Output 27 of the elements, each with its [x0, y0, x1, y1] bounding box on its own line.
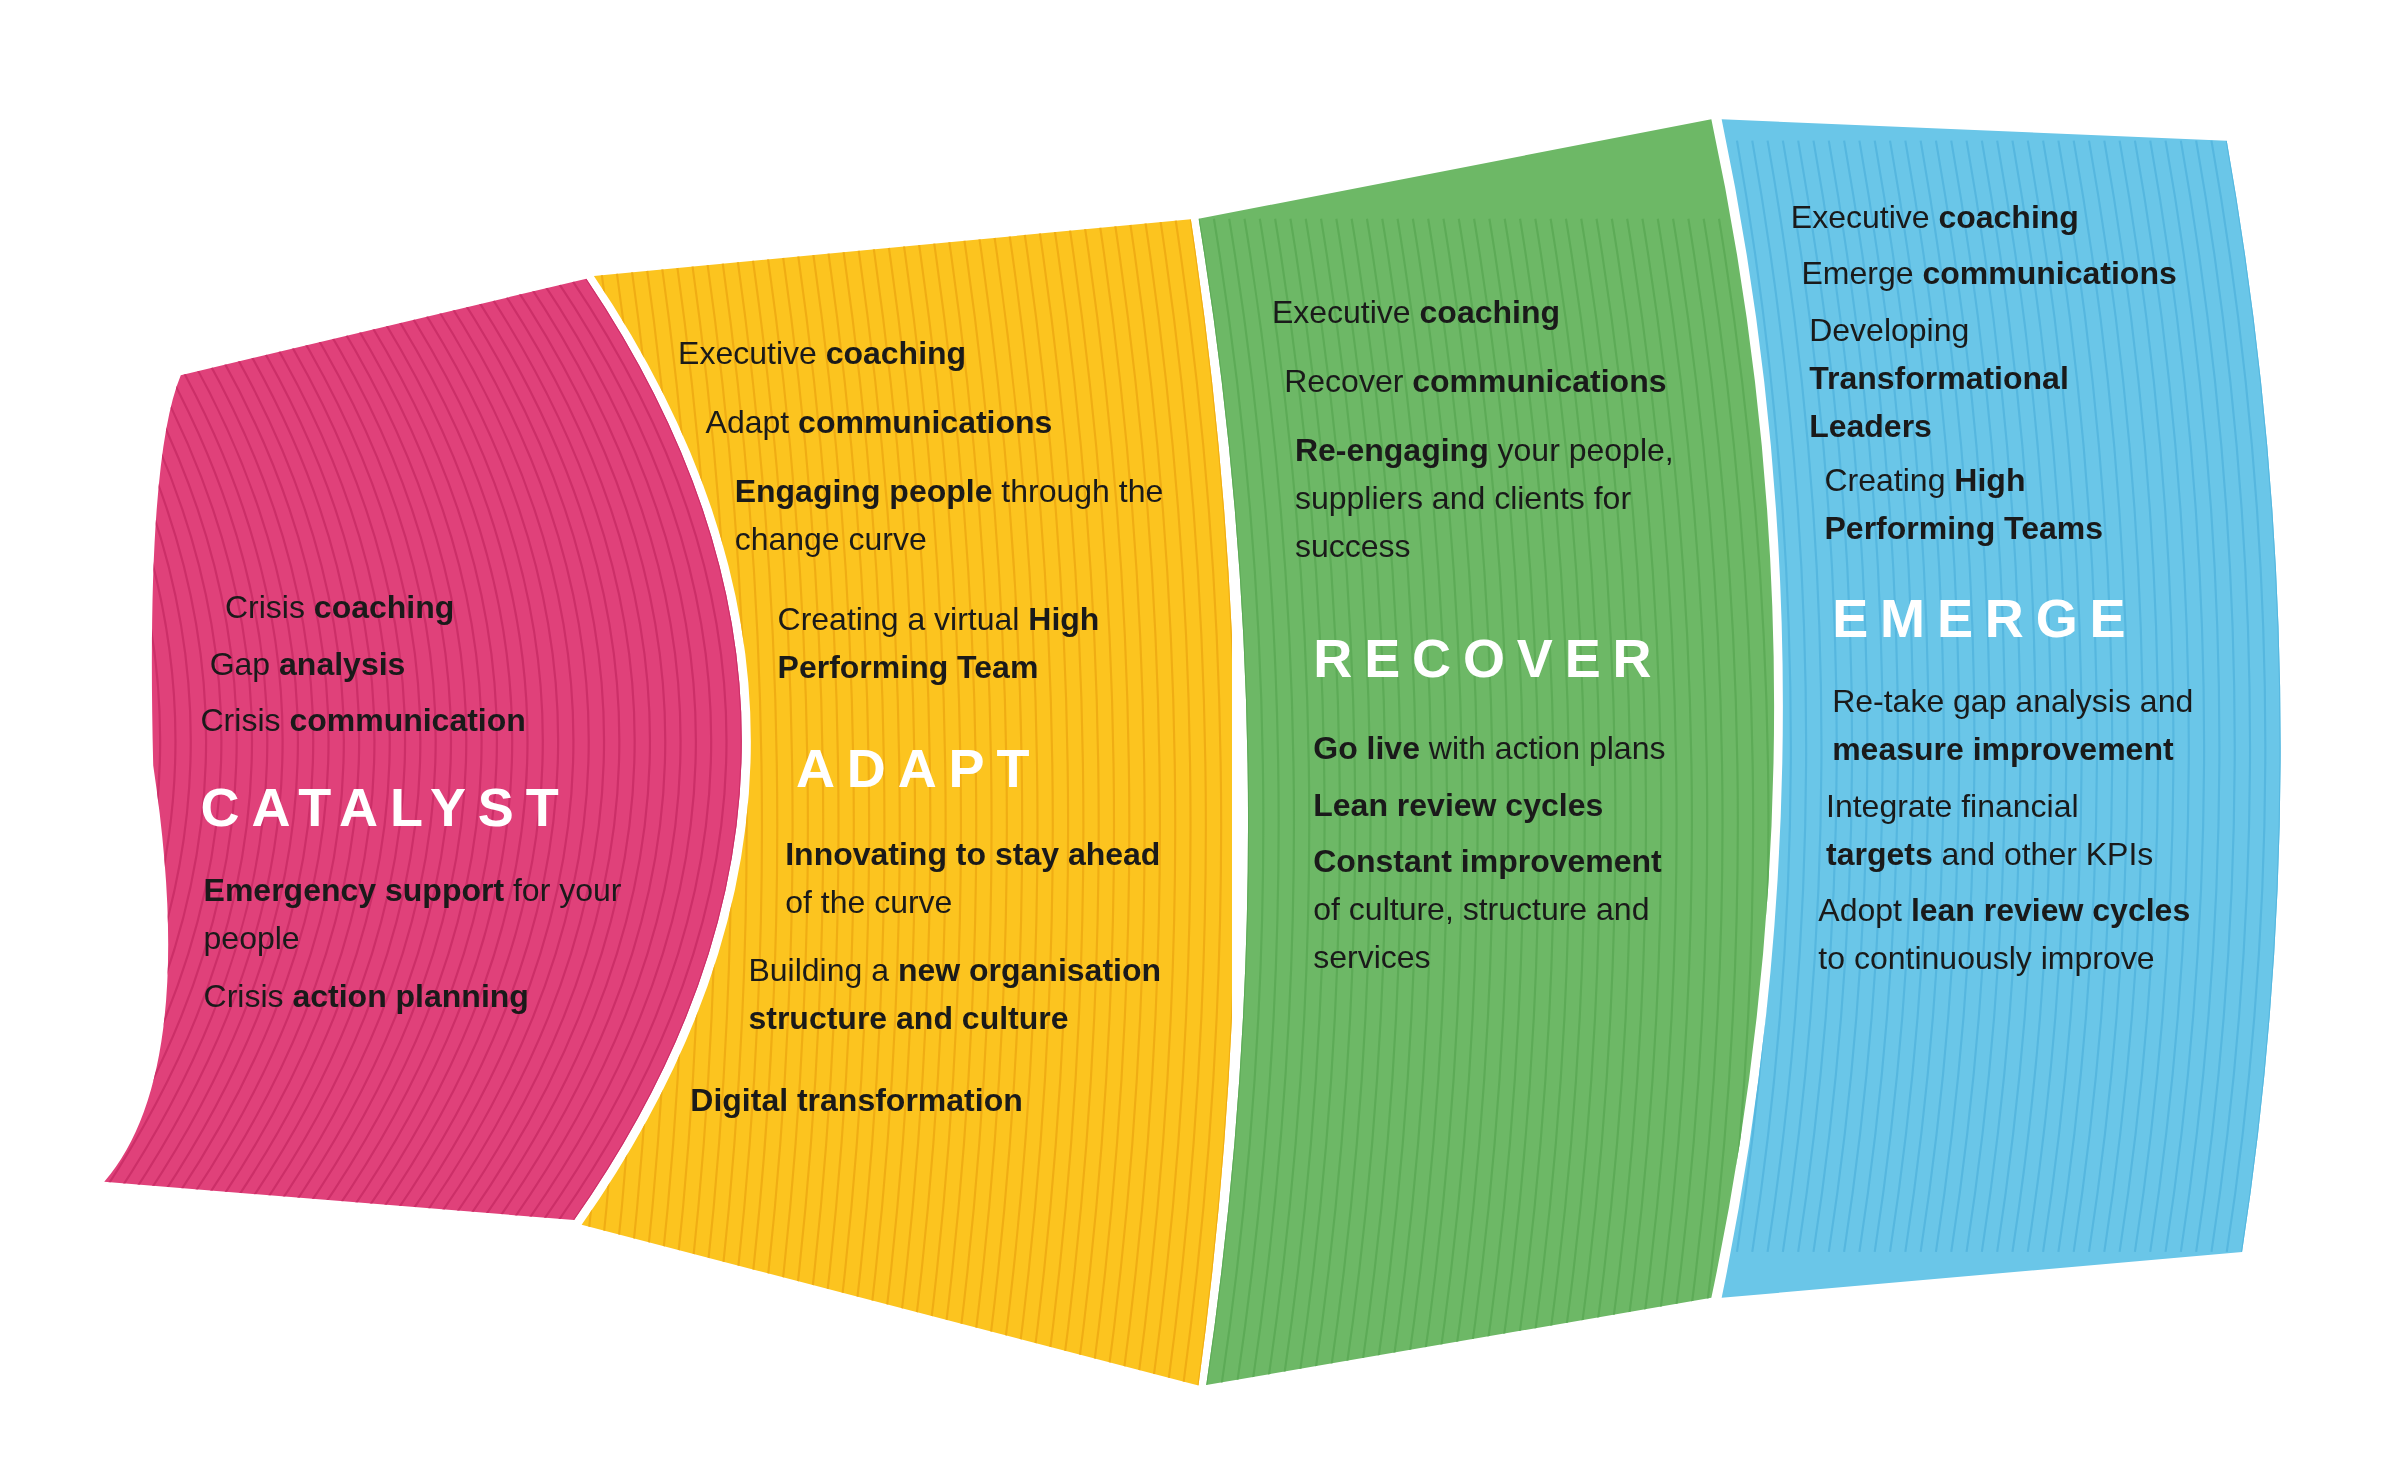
service-item: Crisis action planning — [203, 976, 530, 1016]
service-item: Adapt communications — [705, 402, 1054, 442]
service-item: Re-engaging your people, suppliers and clients for success — [1294, 430, 1675, 566]
service-item: Crisis communication — [200, 701, 527, 741]
service-item: Creating High Performing Teams — [1824, 461, 2105, 549]
service-item: Digital transformation — [690, 1081, 1024, 1120]
service-item: Executive coaching — [1271, 292, 1561, 332]
stage-heading: RECOVER — [1313, 629, 1665, 689]
service-item: Crisis coaching — [225, 588, 456, 628]
service-item: Recover communications — [1284, 361, 1668, 401]
service-item: Developing Transformational Leaders — [1809, 311, 2070, 447]
service-item: Emerge communications — [1801, 254, 2178, 294]
service-item: Lean review cycles — [1313, 785, 1605, 825]
service-item: Building a new organisation structure and culture — [748, 950, 1163, 1038]
service-item: Creating a virtual High Performing Team — [777, 600, 1101, 688]
service-item: Innovating to stay ahead of the curve — [785, 834, 1162, 922]
stage-heading: ADAPT — [795, 739, 1043, 799]
service-item: Executive coaching — [1790, 197, 2080, 237]
service-item: Adopt lean review cycles to continuously improve — [1818, 891, 2192, 979]
service-item: Executive coaching — [678, 334, 968, 374]
service-item: Gap analysis — [209, 644, 407, 684]
service-item: Constant improvement of culture, structure and services — [1313, 842, 1663, 978]
service-item: Re-take gap analysis and measure improvement — [1832, 681, 2195, 769]
stage-heading: CATALYST — [200, 777, 572, 837]
stage-heading: EMERGE — [1832, 589, 2139, 649]
service-item: Go live with action plans — [1313, 728, 1667, 768]
service-item: Engaging people through the change curve — [734, 471, 1165, 559]
